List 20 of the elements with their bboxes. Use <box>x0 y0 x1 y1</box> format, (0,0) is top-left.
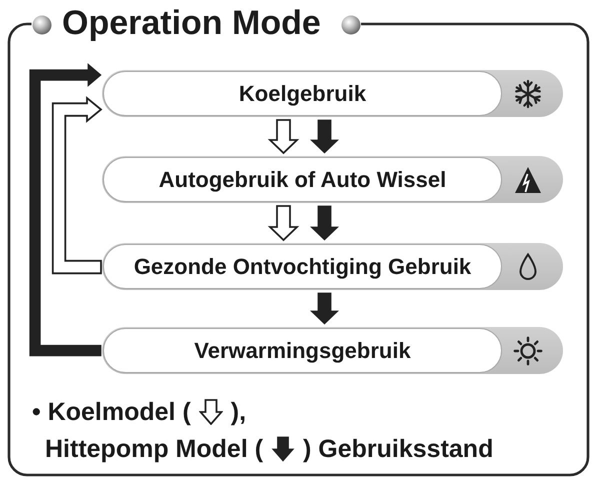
mode-pill <box>102 243 563 290</box>
mode-pill <box>102 327 563 374</box>
note-text: Hittepomp Model ( <box>45 435 264 463</box>
mode-label: Koelgebruik <box>103 71 502 116</box>
down-arrow <box>310 206 339 241</box>
hollow-down-arrow <box>268 205 300 242</box>
down-arrow <box>310 292 339 325</box>
mode-label: Autogebruik of Auto Wissel <box>103 157 502 202</box>
note-text: ), <box>230 398 246 426</box>
mode-label: Verwarmingsgebruik <box>103 328 502 373</box>
down-arrow <box>310 120 339 154</box>
panel-title: Operation Mode <box>62 6 321 40</box>
mode-pill <box>102 70 563 117</box>
note-text: ) Gebruiksstand <box>303 435 494 463</box>
loop-arrow <box>29 63 102 356</box>
mode-pill <box>102 156 563 203</box>
mode-label: Gezonde Ontvochtiging Gebruik <box>103 244 502 289</box>
note-text: • Koelmodel ( <box>32 398 191 426</box>
hollow-down-arrow <box>268 119 300 154</box>
hollow-loop-arrow <box>52 96 102 274</box>
